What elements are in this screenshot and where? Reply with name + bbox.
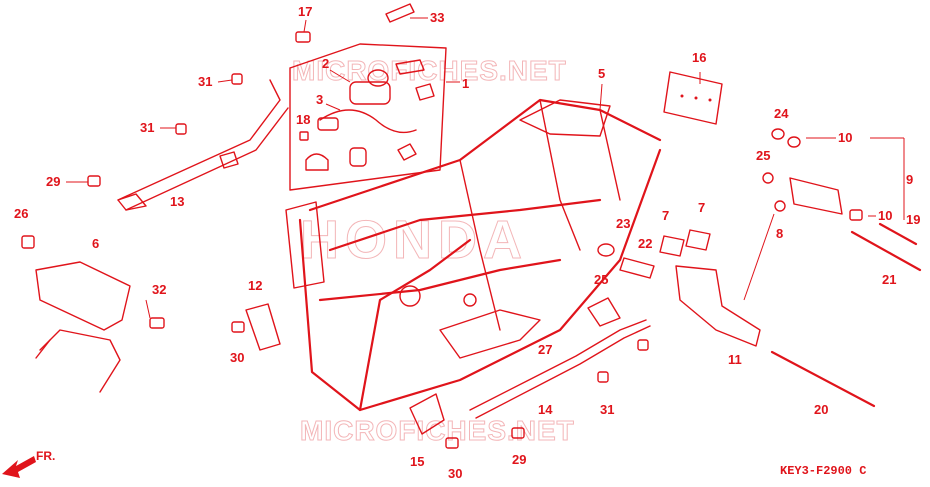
callout-label: 29	[46, 174, 60, 189]
callout-label: 11	[728, 352, 742, 367]
leader-lines	[66, 17, 905, 319]
callout-label: 26	[14, 206, 28, 221]
callout-label: 16	[692, 50, 706, 65]
callout-label: 31	[140, 120, 154, 135]
ignition-switch-kit	[289, 43, 447, 191]
callout-label: 10	[878, 208, 892, 223]
callout-label: 30	[448, 466, 462, 481]
callout-label: 18	[296, 112, 310, 127]
main-frame	[285, 98, 662, 412]
callout-label: 7	[698, 200, 705, 215]
diagram-code: KEY3-F2900 C	[780, 464, 866, 478]
callout-label: 21	[882, 272, 896, 287]
callout-label: 22	[638, 236, 652, 251]
pivot-bracket-11	[597, 229, 761, 347]
front-stay-13	[117, 79, 289, 211]
callout-label: 25	[594, 272, 608, 287]
callout-label: 9	[906, 172, 913, 187]
bracket-12	[245, 303, 281, 351]
callout-label: 27	[538, 342, 552, 357]
callout-label: 7	[662, 208, 669, 223]
side-stay-14	[469, 297, 651, 419]
hardware-bolts	[21, 3, 863, 449]
long-bolts-20-21	[770, 222, 922, 408]
bracket-assembly-9	[762, 128, 843, 215]
callout-label: 29	[512, 452, 526, 467]
watermark-bottom: MICROFICHES.NET	[300, 415, 575, 446]
callout-label: 3	[316, 92, 323, 107]
front-direction-arrow-icon	[2, 456, 36, 478]
callout-label: 33	[430, 10, 444, 25]
callouts: 1 2 3 5 6 7 7 8 9 10 10 11 12 13 14 15 1…	[14, 4, 920, 481]
callout-label: 1	[462, 76, 469, 91]
front-bracket-6	[35, 261, 131, 393]
callout-label: 32	[152, 282, 166, 297]
callout-label: 20	[814, 402, 828, 417]
callout-label: 25	[756, 148, 770, 163]
side-bracket-15	[409, 393, 445, 435]
callout-label: 31	[198, 74, 212, 89]
callout-label: 8	[776, 226, 783, 241]
callout-label: 6	[92, 236, 99, 251]
callout-label: 30	[230, 350, 244, 365]
callout-label: 23	[616, 216, 630, 231]
direction-label: FR.	[36, 449, 55, 463]
watermark-top: MICROFICHES.NET	[292, 55, 567, 86]
callout-label: 31	[600, 402, 614, 417]
callout-label: 15	[410, 454, 424, 469]
callout-label: 14	[538, 402, 553, 417]
callout-label: 19	[906, 212, 920, 227]
callout-label: 13	[170, 194, 184, 209]
license-plate-16	[663, 71, 723, 125]
callout-label: 5	[598, 66, 605, 81]
callout-label: 2	[322, 56, 329, 71]
callout-label: 12	[248, 278, 262, 293]
callout-label: 10	[838, 130, 852, 145]
watermark-brand: HONDA	[300, 210, 528, 270]
callout-label: 17	[298, 4, 312, 19]
callout-label: 24	[774, 106, 789, 121]
